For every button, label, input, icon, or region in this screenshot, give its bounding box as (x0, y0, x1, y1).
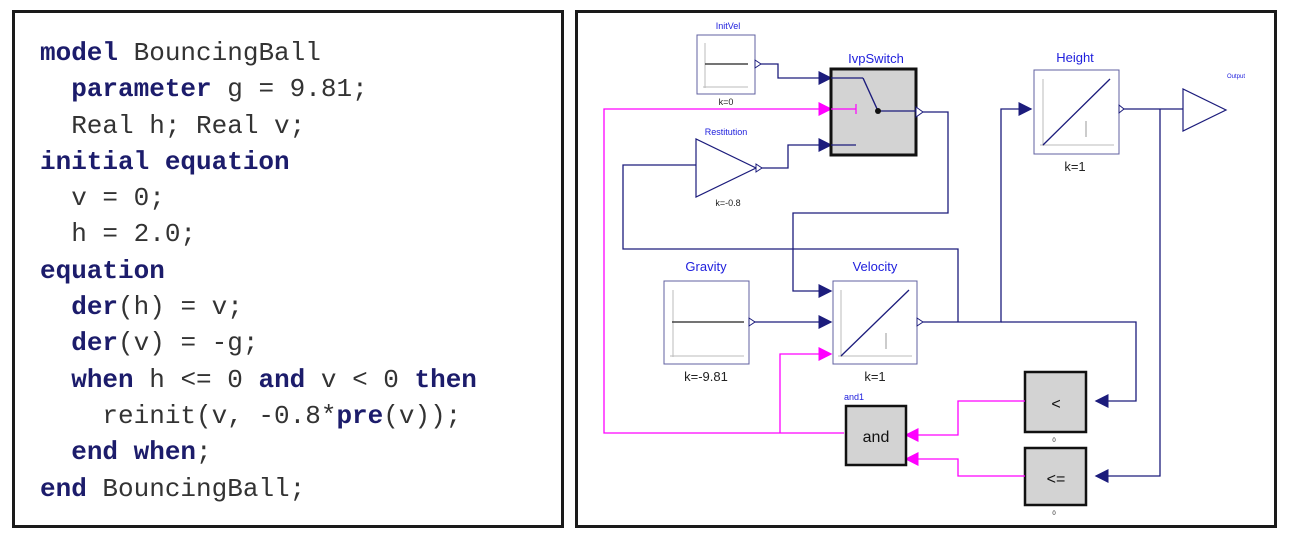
initvel-param: k=0 (719, 97, 734, 107)
code-text: v = 0; (40, 183, 165, 214)
velocity-block[interactable]: Velocity k=1 (832, 259, 924, 384)
code-keyword: model (40, 38, 119, 68)
code-text: h = 2.0; (40, 219, 197, 250)
code-text: (h) = v; (118, 292, 243, 323)
modelica-code: model BouncingBall parameter g = 9.81; R… (40, 35, 477, 507)
code-keyword: der (71, 328, 119, 359)
code-text: BouncingBall; (86, 473, 306, 504)
code-text (40, 328, 71, 358)
code-keyword: equation (40, 255, 165, 286)
less-label: < (1051, 396, 1060, 413)
lesseq-label: <= (1047, 471, 1066, 488)
less-block[interactable]: < 0 (1021, 370, 1088, 444)
code-text: g = 9.81; (211, 74, 368, 105)
code-text (40, 74, 71, 104)
gravity-param: k=-9.81 (684, 369, 728, 384)
less-param: 0 (1052, 438, 1056, 444)
initvel-block[interactable]: InitVel k=0 (696, 21, 762, 107)
output-block[interactable]: Output (1182, 74, 1245, 132)
height-param: k=1 (1064, 159, 1085, 174)
code-line: end BouncingBall; (40, 471, 477, 507)
code-line: initial equation (40, 144, 477, 180)
ivpswitch-block[interactable]: IvpSwitch (829, 51, 924, 157)
code-keyword: der (71, 292, 119, 323)
restitution-param: k=-0.8 (715, 198, 740, 208)
code-panel: model BouncingBall parameter g = 9.81; R… (12, 10, 564, 528)
code-text: ; (196, 437, 212, 468)
code-line: when h <= 0 and v < 0 then (40, 362, 477, 398)
code-line: reinit(v, -0.8*pre(v)); (40, 398, 477, 434)
restitution-title: Restitution (705, 127, 748, 137)
code-keyword: pre (336, 400, 384, 431)
and1-title: and1 (844, 392, 864, 402)
boolean-wires (603, 102, 1021, 477)
code-text: v < 0 (305, 364, 415, 395)
code-text: (v)); (383, 400, 462, 431)
code-keyword: initial equation (40, 146, 290, 177)
code-keyword: parameter (71, 74, 212, 105)
diagram-panel: InitVel k=0 IvpSwitch Restitution (575, 10, 1277, 528)
initvel-title: InitVel (716, 21, 741, 31)
gravity-block[interactable]: Gravity k=-9.81 (663, 259, 756, 384)
code-text: BouncingBall (118, 38, 321, 68)
restitution-block[interactable]: Restitution k=-0.8 (695, 127, 763, 208)
and1-label: and (863, 429, 890, 446)
code-text: Real h; Real v; (40, 110, 306, 141)
velocity-title: Velocity (853, 259, 898, 274)
code-keyword: end (40, 473, 87, 504)
code-text (40, 365, 71, 395)
and1-block[interactable]: and1 and (844, 392, 908, 467)
code-text: reinit(v, -0.8* (40, 400, 337, 431)
height-block[interactable]: Height k=1 (1033, 50, 1125, 174)
code-line: parameter g = 9.81; (40, 71, 477, 107)
code-line: model BouncingBall (40, 35, 477, 71)
lesseq-param: 0 (1052, 511, 1056, 517)
code-line: equation (40, 253, 477, 289)
code-line: der(v) = -g; (40, 325, 477, 361)
code-keyword: then (414, 364, 477, 395)
code-line: end when; (40, 434, 477, 470)
code-keyword: end when (71, 437, 197, 468)
height-title: Height (1056, 50, 1094, 65)
code-keyword: and (258, 364, 306, 395)
code-line: Real h; Real v; (40, 108, 477, 144)
code-line: der(h) = v; (40, 289, 477, 325)
output-title: Output (1227, 74, 1245, 80)
code-keyword: when (71, 364, 134, 395)
code-text (40, 437, 71, 467)
lesseq-block[interactable]: <= 0 (1021, 446, 1088, 517)
code-text (40, 292, 71, 322)
code-line: v = 0; (40, 180, 477, 216)
velocity-param: k=1 (864, 369, 885, 384)
code-text: h <= 0 (133, 364, 259, 395)
gravity-title: Gravity (685, 259, 727, 274)
code-line: h = 2.0; (40, 216, 477, 252)
block-diagram: InitVel k=0 IvpSwitch Restitution (603, 21, 1245, 517)
code-text: (v) = -g; (118, 328, 259, 359)
signal-wires (622, 63, 1183, 483)
ivpswitch-title: IvpSwitch (848, 51, 904, 66)
